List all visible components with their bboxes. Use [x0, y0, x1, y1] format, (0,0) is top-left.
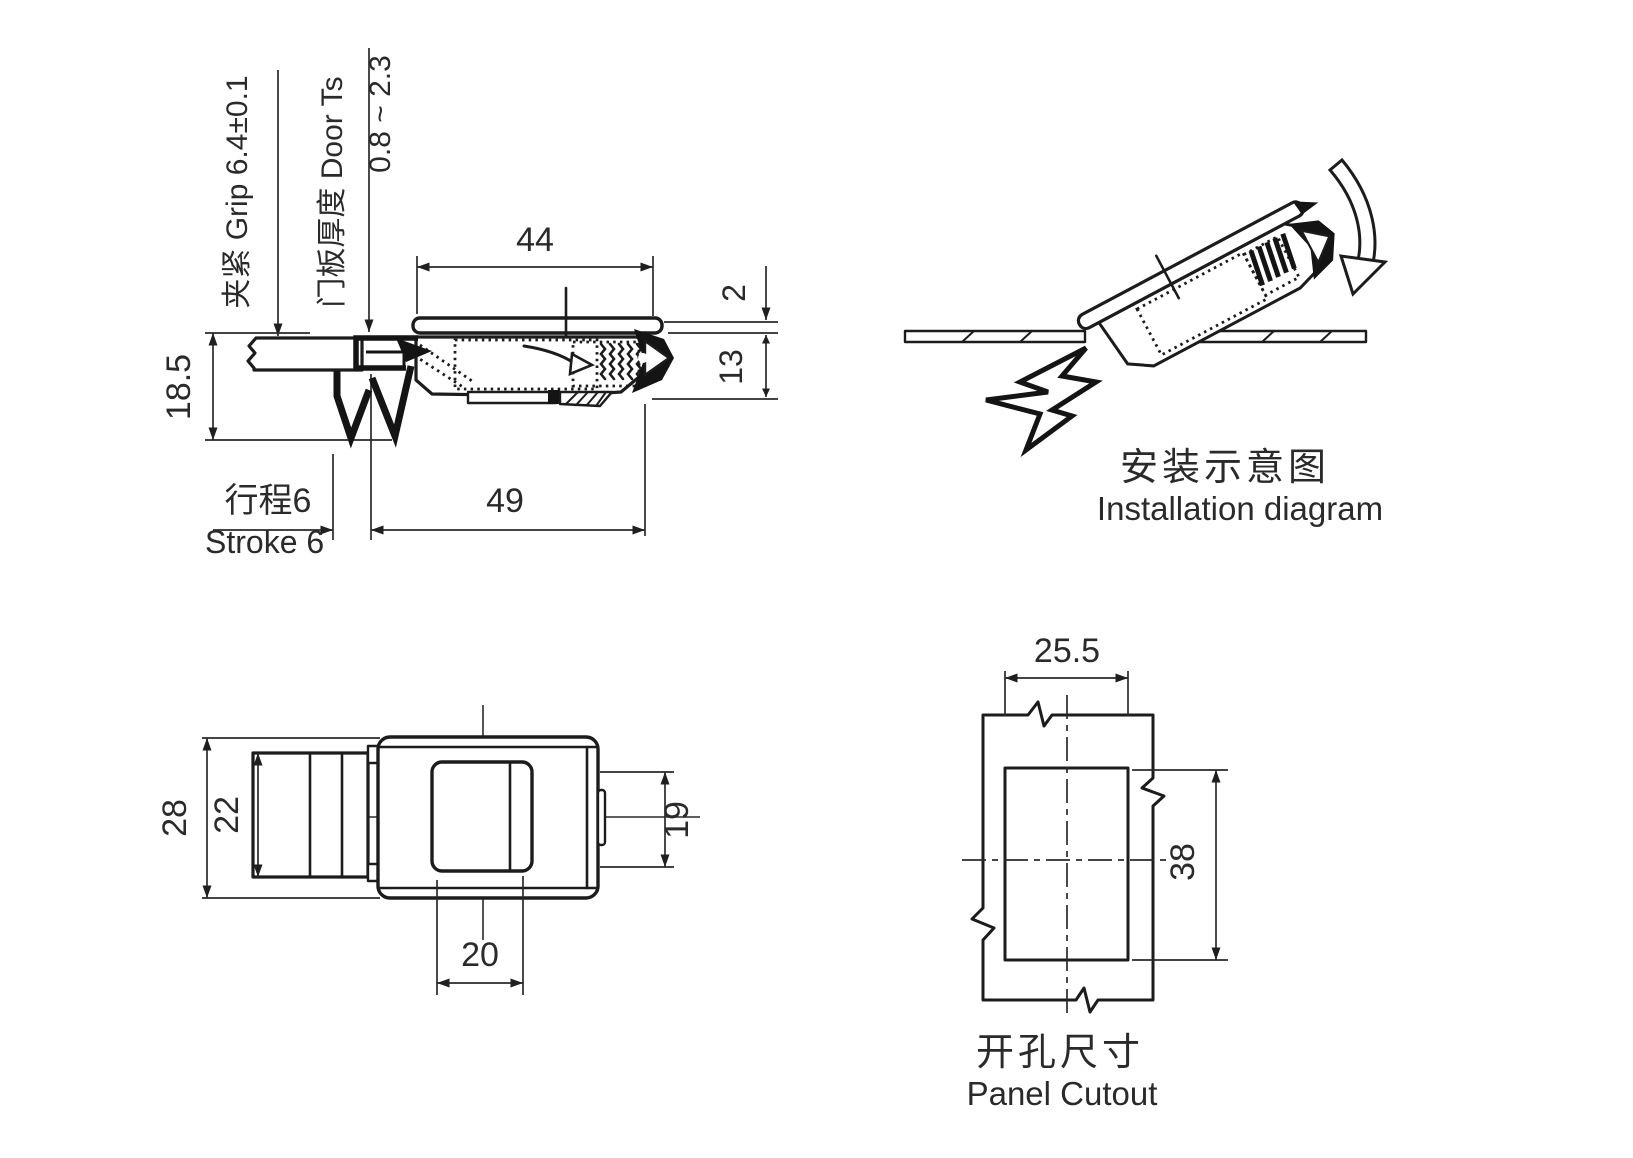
dim-18-5-text: 18.5	[160, 354, 198, 420]
latch-assembly-tilted	[1076, 200, 1335, 368]
center-tick	[1154, 254, 1181, 300]
catch-tongue-icon	[1299, 229, 1331, 266]
installation-caption-cn: 安装示意图	[1120, 447, 1330, 489]
dim-49-text: 49	[486, 482, 524, 520]
dim-38-text: 38	[1164, 843, 1202, 881]
grip-label: 夹紧 Grip 6.4±0.1	[221, 75, 254, 308]
dim-20-text: 20	[461, 936, 499, 974]
panel-cutout-view: 25.5 38 开孔尺寸 Panel Cutout	[962, 632, 1228, 1112]
dim-28-text: 28	[156, 799, 194, 837]
slider-bar	[466, 390, 558, 405]
grip-pawl	[333, 338, 432, 449]
catch-pivot	[638, 353, 648, 363]
dim-22-text: 22	[208, 796, 246, 834]
hidden-line	[1135, 250, 1270, 357]
dim-13-text: 13	[713, 349, 749, 385]
dim-44-text: 44	[516, 221, 554, 259]
cutout-caption-en: Panel Cutout	[967, 1075, 1158, 1112]
pawl-link-hidden-line	[408, 343, 473, 389]
latch-flange	[411, 316, 664, 335]
top-view: 28 22 19 20	[156, 705, 700, 995]
push-button	[430, 760, 534, 873]
rotation-arrow-head	[568, 351, 596, 377]
insertion-arrow	[1327, 157, 1389, 297]
hatch-lines	[565, 391, 607, 407]
spring-bars	[1248, 233, 1297, 287]
cutout-caption-cn: 开孔尺寸	[976, 1032, 1144, 1074]
installation-caption-en: Installation diagram	[1097, 490, 1383, 527]
section-view: 夹紧 Grip 6.4±0.1 门板厚度 Door Ts 0.8 ~ 2.3 4…	[160, 48, 778, 560]
dim-25-5-text: 25.5	[1034, 632, 1100, 670]
grip-pawl-open	[985, 345, 1103, 458]
pawl-hook-icon	[396, 338, 432, 362]
catch-tip-top	[596, 788, 607, 847]
flange-tip-wedge	[1292, 201, 1319, 215]
installation-view: 安装示意图 Installation diagram	[903, 157, 1389, 527]
stroke-label-en: Stroke 6	[205, 524, 324, 560]
spring-coils	[599, 342, 643, 381]
mounting-panel	[903, 329, 1368, 344]
door-thickness-label: 门板厚度 Door Ts	[316, 76, 349, 307]
dim-2-text: 2	[716, 284, 752, 302]
door-panel-section	[246, 336, 364, 372]
rib-block	[251, 744, 384, 883]
clamp-channel	[353, 335, 418, 371]
dim-19-text: 19	[658, 801, 696, 839]
slider-stop	[548, 390, 560, 404]
stroke-label-cn: 行程6	[225, 482, 312, 520]
internal-mechanism-hidden-line	[453, 338, 599, 391]
insertion-arrow-head	[1338, 254, 1389, 297]
door-thickness-range: 0.8 ~ 2.3	[364, 55, 397, 173]
